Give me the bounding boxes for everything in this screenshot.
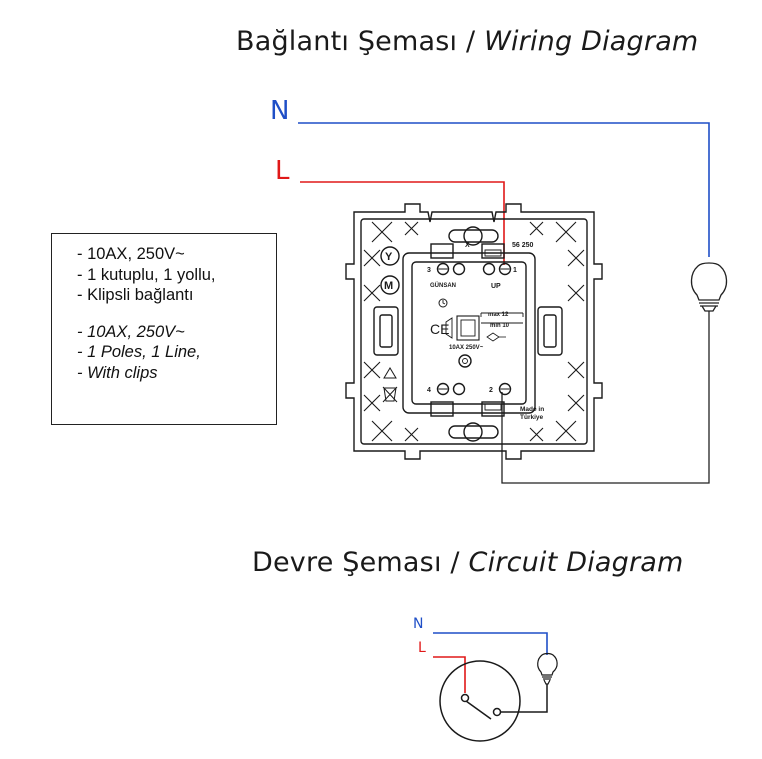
circuit-title-english: Circuit Diagram (468, 547, 684, 578)
device-markings: X 56 250 3 1 4 2 GÜNSAN UP max 12 min 10… (384, 242, 544, 421)
clock-symbol (438, 298, 448, 308)
ce-mark: CE (430, 321, 449, 337)
spec-en-clips: - With clips (77, 363, 158, 382)
circuit-line-wire (433, 656, 466, 693)
spec-en-poles: - 1 Poles, 1 Line, (77, 343, 201, 361)
spec-en-rating: - 10AX, 250V~ (77, 322, 185, 341)
m-letter: M (384, 280, 393, 292)
circuit-diagram-title: Devre Şeması / Circuit Diagram (252, 547, 684, 578)
left-clamp (373, 306, 399, 356)
right-clamp (537, 306, 563, 356)
center-indicator (458, 354, 472, 368)
brand-label: GÜNSAN (430, 282, 456, 289)
top-keyhole-slot (448, 229, 499, 243)
line-wire (300, 181, 505, 265)
wheelie-bin-symbol (382, 386, 398, 403)
circuit-neutral-wire (433, 632, 548, 655)
device-code-label: 56 250 (512, 242, 534, 249)
terminal-3-label: 3 (427, 267, 431, 274)
country-label: Türkiye (520, 414, 544, 421)
switch-mechanism-drawing (345, 203, 603, 460)
terminal-4-label: 4 (427, 387, 431, 394)
up-label: UP (491, 283, 501, 290)
mechanism-body (402, 252, 536, 414)
y-letter: Y (385, 251, 393, 263)
line-label: L (275, 156, 290, 186)
specifications-box: - 10AX, 250V~ - 1 kutuplu, 1 yollu, - Kl… (51, 233, 277, 425)
switch-to-lamp-wire (501, 311, 710, 484)
y-mark (380, 246, 400, 266)
spec-tr-rating: - 10AX, 250V~ (77, 245, 185, 263)
neutral-wire (298, 122, 710, 257)
circuit-line-label: L (418, 640, 426, 656)
wiring-title-english: Wiring Diagram (484, 26, 699, 57)
circuit-neutral-label: N (413, 616, 424, 632)
wiring-title-turkish: Bağlantı Şeması / (236, 26, 485, 57)
m-mark (380, 275, 400, 295)
lamp-icon (690, 262, 728, 312)
terminal-2-label: 2 (489, 387, 493, 394)
terminal-4-screw (436, 382, 450, 396)
circuit-title-turkish: Devre Şeması / (252, 547, 469, 578)
switch-symbol (439, 660, 548, 742)
max-label: max 12 (488, 312, 509, 318)
terminal-2-screw (498, 382, 512, 396)
min-label: min 10 (490, 323, 510, 329)
bottom-keyhole-slot (448, 425, 499, 439)
circuit-lamp-icon (537, 652, 558, 685)
wiring-diagram-title: Bağlantı Şeması / Wiring Diagram (236, 26, 698, 57)
terminal-1-screw (498, 262, 512, 276)
made-in-label: Made in (520, 406, 544, 413)
mounting-frame (345, 203, 603, 460)
spec-tr-connection: - Klipsli bağlantı (77, 286, 194, 304)
rating-label: 10AX 250V~ (449, 345, 484, 351)
device-x-label: X (465, 242, 470, 249)
terminal-1-label: 1 (513, 267, 517, 274)
spec-tr-poles: - 1 kutuplu, 1 yollu, (77, 265, 216, 284)
center-push-button (456, 315, 480, 341)
neutral-label: N (270, 96, 290, 126)
recycle-symbol (383, 367, 397, 379)
terminal-3-screw (436, 262, 450, 276)
